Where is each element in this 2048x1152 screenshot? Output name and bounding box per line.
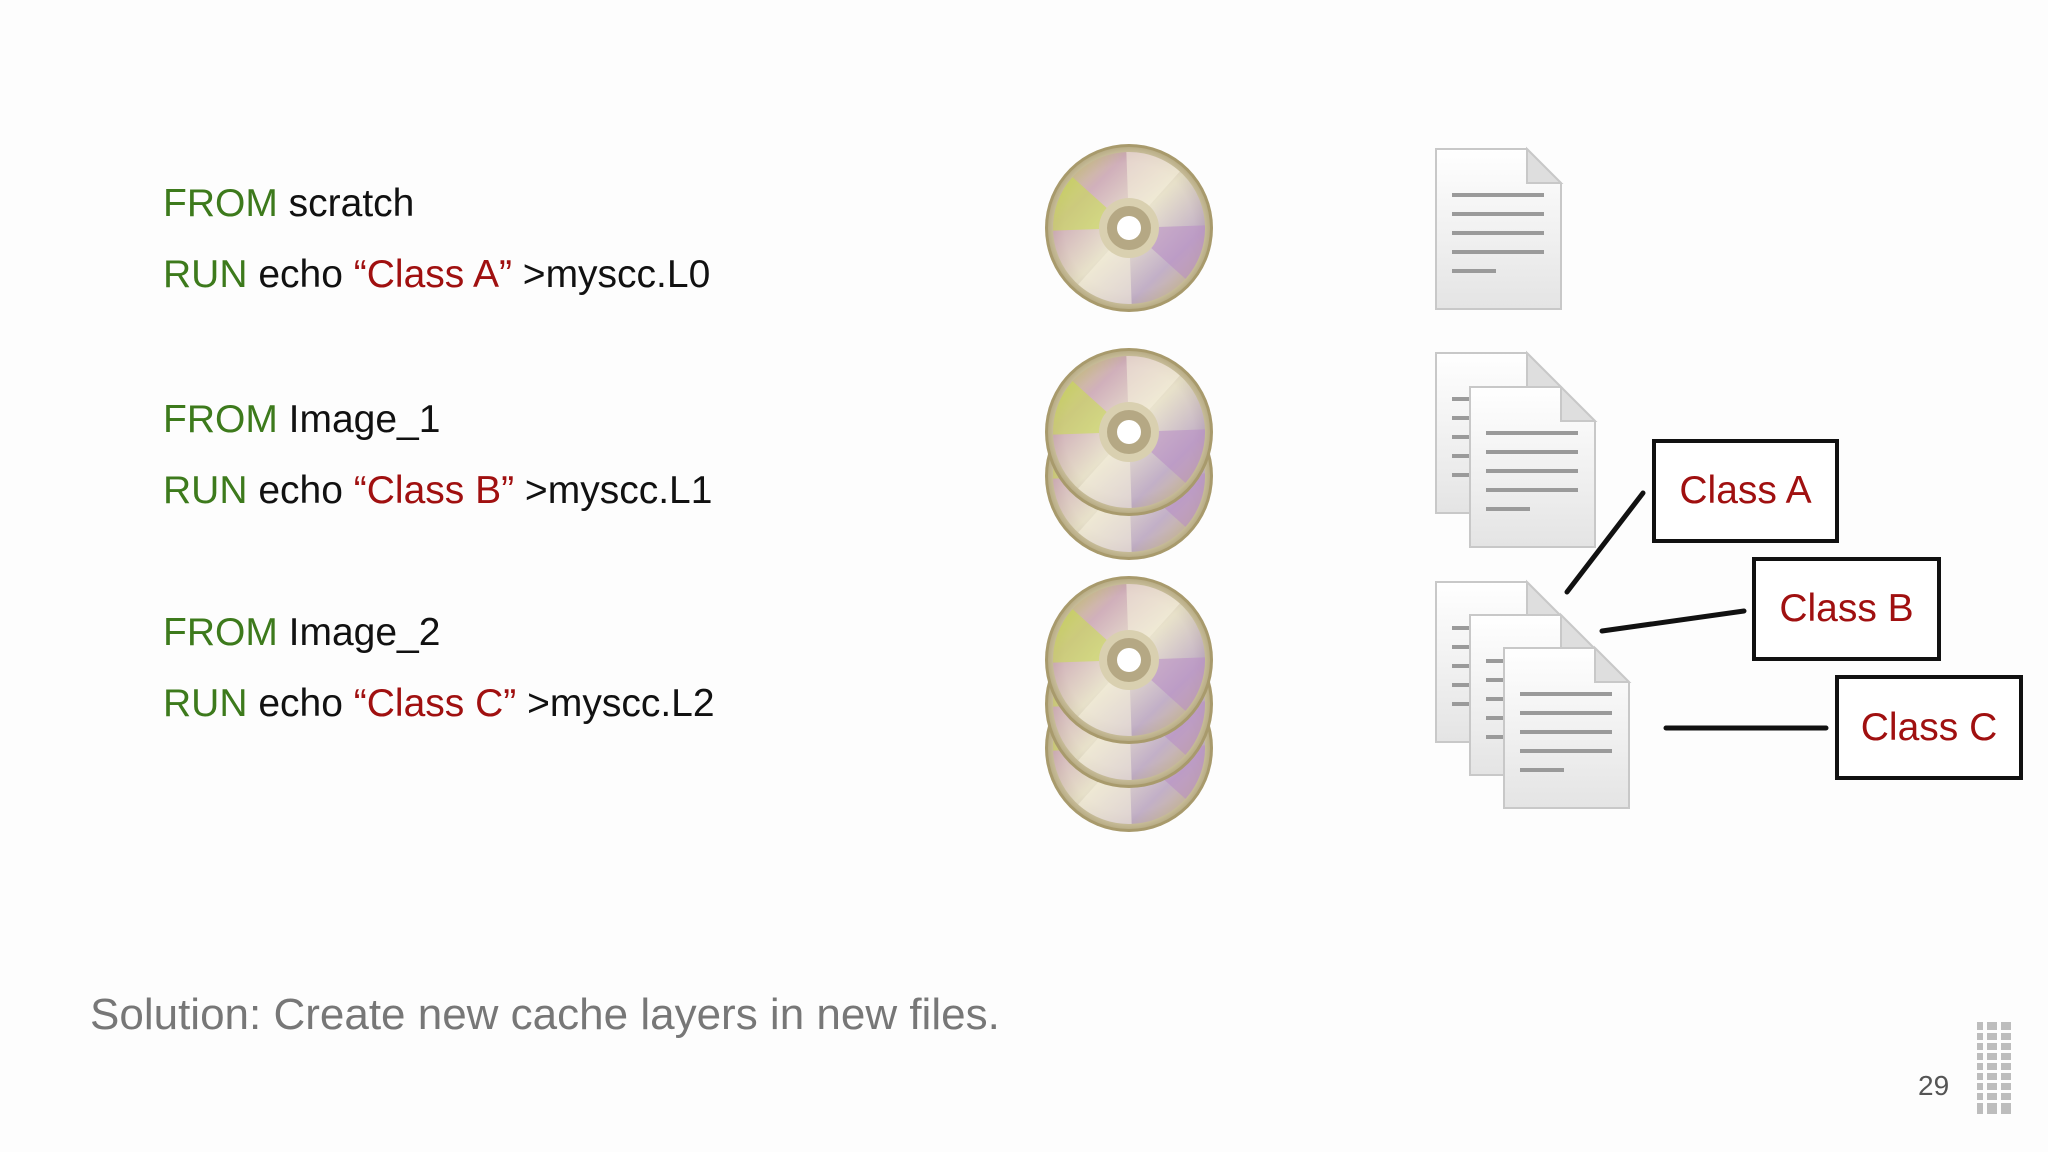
code-run-line-2: RUN echo “Class B” >myscc.L1 [163, 467, 712, 515]
slide-caption: Solution: Create new cache layers in new… [90, 990, 1000, 1039]
ibm-logo [1975, 1022, 2015, 1114]
document-icon [1435, 146, 1564, 310]
keyword: RUN [163, 682, 248, 725]
document-icon [1469, 384, 1598, 548]
keyword: FROM [163, 182, 278, 225]
disc-icon [1045, 576, 1213, 744]
connector-line [1564, 490, 1646, 595]
code-run-line-3: RUN echo “Class C” >myscc.L2 [163, 680, 715, 728]
code-run-line-1: RUN echo “Class A” >myscc.L0 [163, 251, 710, 299]
keyword: RUN [163, 469, 248, 512]
run-string: “Class B” [353, 469, 515, 512]
class-a-label: Class A [1652, 439, 1839, 543]
run-cmd: echo [258, 253, 354, 296]
run-string: “Class C” [353, 682, 517, 725]
code-from-line-1: FROM scratch [163, 180, 414, 228]
run-tail: >myscc.L0 [511, 253, 711, 296]
from-arg: Image_1 [288, 398, 441, 441]
connector-line [1599, 608, 1747, 634]
run-tail: >myscc.L2 [516, 682, 715, 725]
run-cmd: echo [258, 469, 354, 512]
page-number: 29 [1918, 1070, 1950, 1101]
code-from-line-3: FROM Image_2 [163, 609, 440, 657]
keyword: FROM [163, 611, 278, 654]
class-c-label: Class C [1835, 675, 2023, 780]
document-icon [1503, 645, 1632, 809]
disc-icon [1045, 144, 1213, 312]
keyword: RUN [163, 253, 248, 296]
from-arg: Image_2 [288, 611, 441, 654]
run-string: “Class A” [353, 253, 512, 296]
from-arg: scratch [288, 182, 415, 225]
code-from-line-2: FROM Image_1 [163, 396, 440, 444]
class-b-label: Class B [1752, 557, 1941, 661]
run-tail: >myscc.L1 [514, 469, 713, 512]
run-cmd: echo [258, 682, 354, 725]
keyword: FROM [163, 398, 278, 441]
disc-icon [1045, 348, 1213, 516]
